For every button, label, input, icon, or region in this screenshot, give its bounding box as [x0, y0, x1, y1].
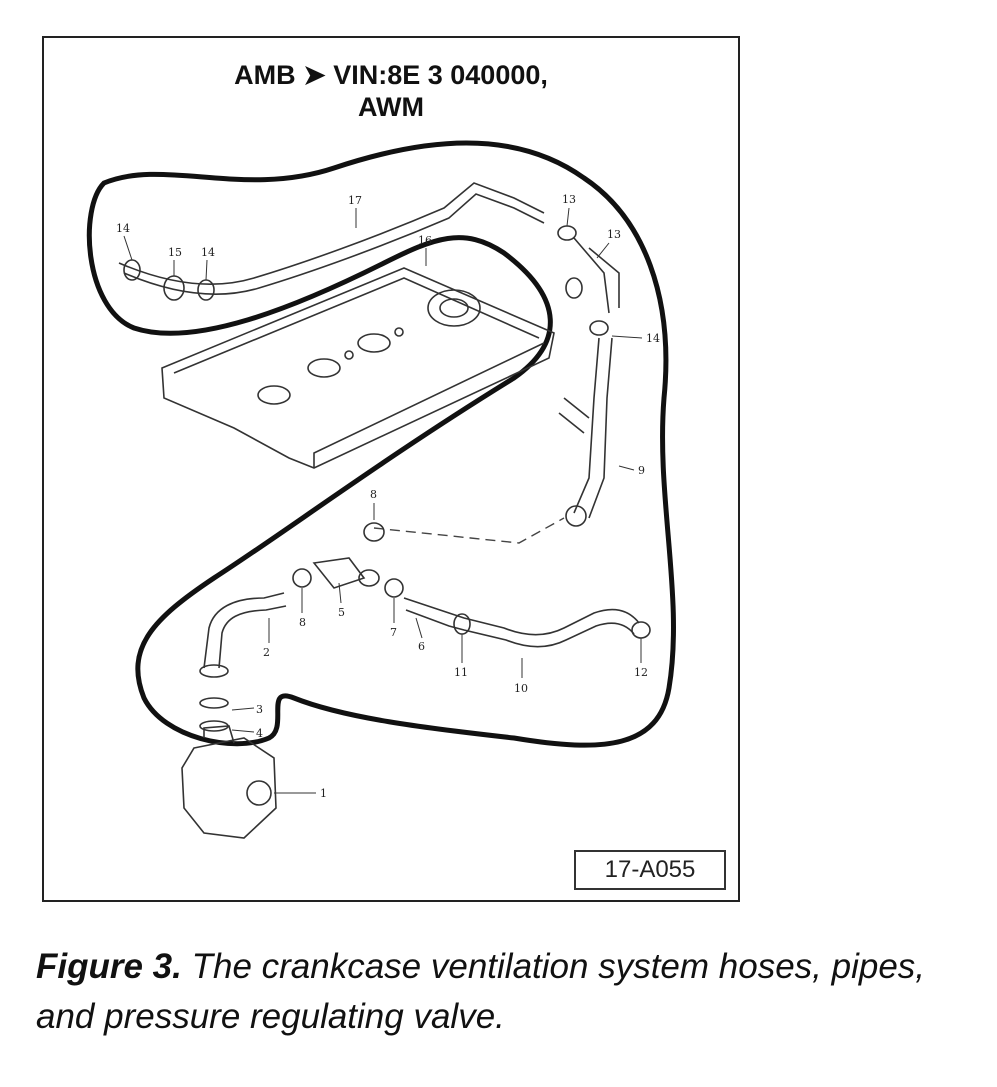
part-label-7: 7 — [390, 626, 397, 639]
part-label-8-upper: 8 — [370, 488, 377, 501]
figure-frame: AMB ➤ VIN:8E 3 040000, AWM — [42, 36, 740, 902]
caption-text: The crankcase ventilation system hoses, … — [36, 947, 926, 1036]
part-label-14-mid: 14 — [201, 246, 215, 259]
part-label-9: 9 — [638, 464, 645, 477]
lower-pipe-assembly — [199, 522, 651, 732]
part-label-13-right: 13 — [607, 228, 621, 241]
part-label-14-right: 14 — [646, 332, 660, 345]
leader-lines — [123, 207, 643, 794]
right-vent-pipe — [558, 337, 613, 527]
dashed-connection — [373, 517, 565, 544]
part-label-15: 15 — [168, 246, 182, 259]
crankcase-ventilation-diagram: 1 2 3 4 5 6 7 8 8 9 10 11 12 13 13 14 14… — [86, 140, 676, 839]
system-outline — [86, 140, 676, 748]
part-label-17: 17 — [348, 194, 362, 207]
figure-caption: Figure 3. The crankcase ventilation syst… — [36, 942, 976, 1042]
part-label-16: 16 — [418, 234, 432, 247]
part-label-13-top: 13 — [562, 193, 576, 206]
reference-code-box: 17-A055 — [574, 850, 726, 890]
caption-label: Figure 3. — [36, 947, 182, 986]
figure-heading-line-1: AMB ➤ VIN:8E 3 040000, — [234, 60, 548, 90]
part-label-4: 4 — [256, 727, 263, 740]
part-label-11: 11 — [454, 666, 468, 679]
part-label-12: 12 — [634, 666, 648, 679]
part-label-14-left: 14 — [116, 222, 130, 235]
figure-heading-line-2: AWM — [358, 92, 424, 122]
upper-breather-hose — [118, 182, 620, 336]
pressure-regulating-valve — [181, 725, 277, 839]
part-label-1: 1 — [320, 787, 327, 800]
part-label-5: 5 — [338, 606, 345, 619]
part-label-2: 2 — [263, 646, 270, 659]
part-label-10: 10 — [514, 682, 528, 695]
part-label-8-lower: 8 — [299, 616, 306, 629]
cylinder-head-cover — [161, 267, 555, 469]
part-label-6: 6 — [418, 640, 425, 653]
part-label-3: 3 — [256, 703, 263, 716]
